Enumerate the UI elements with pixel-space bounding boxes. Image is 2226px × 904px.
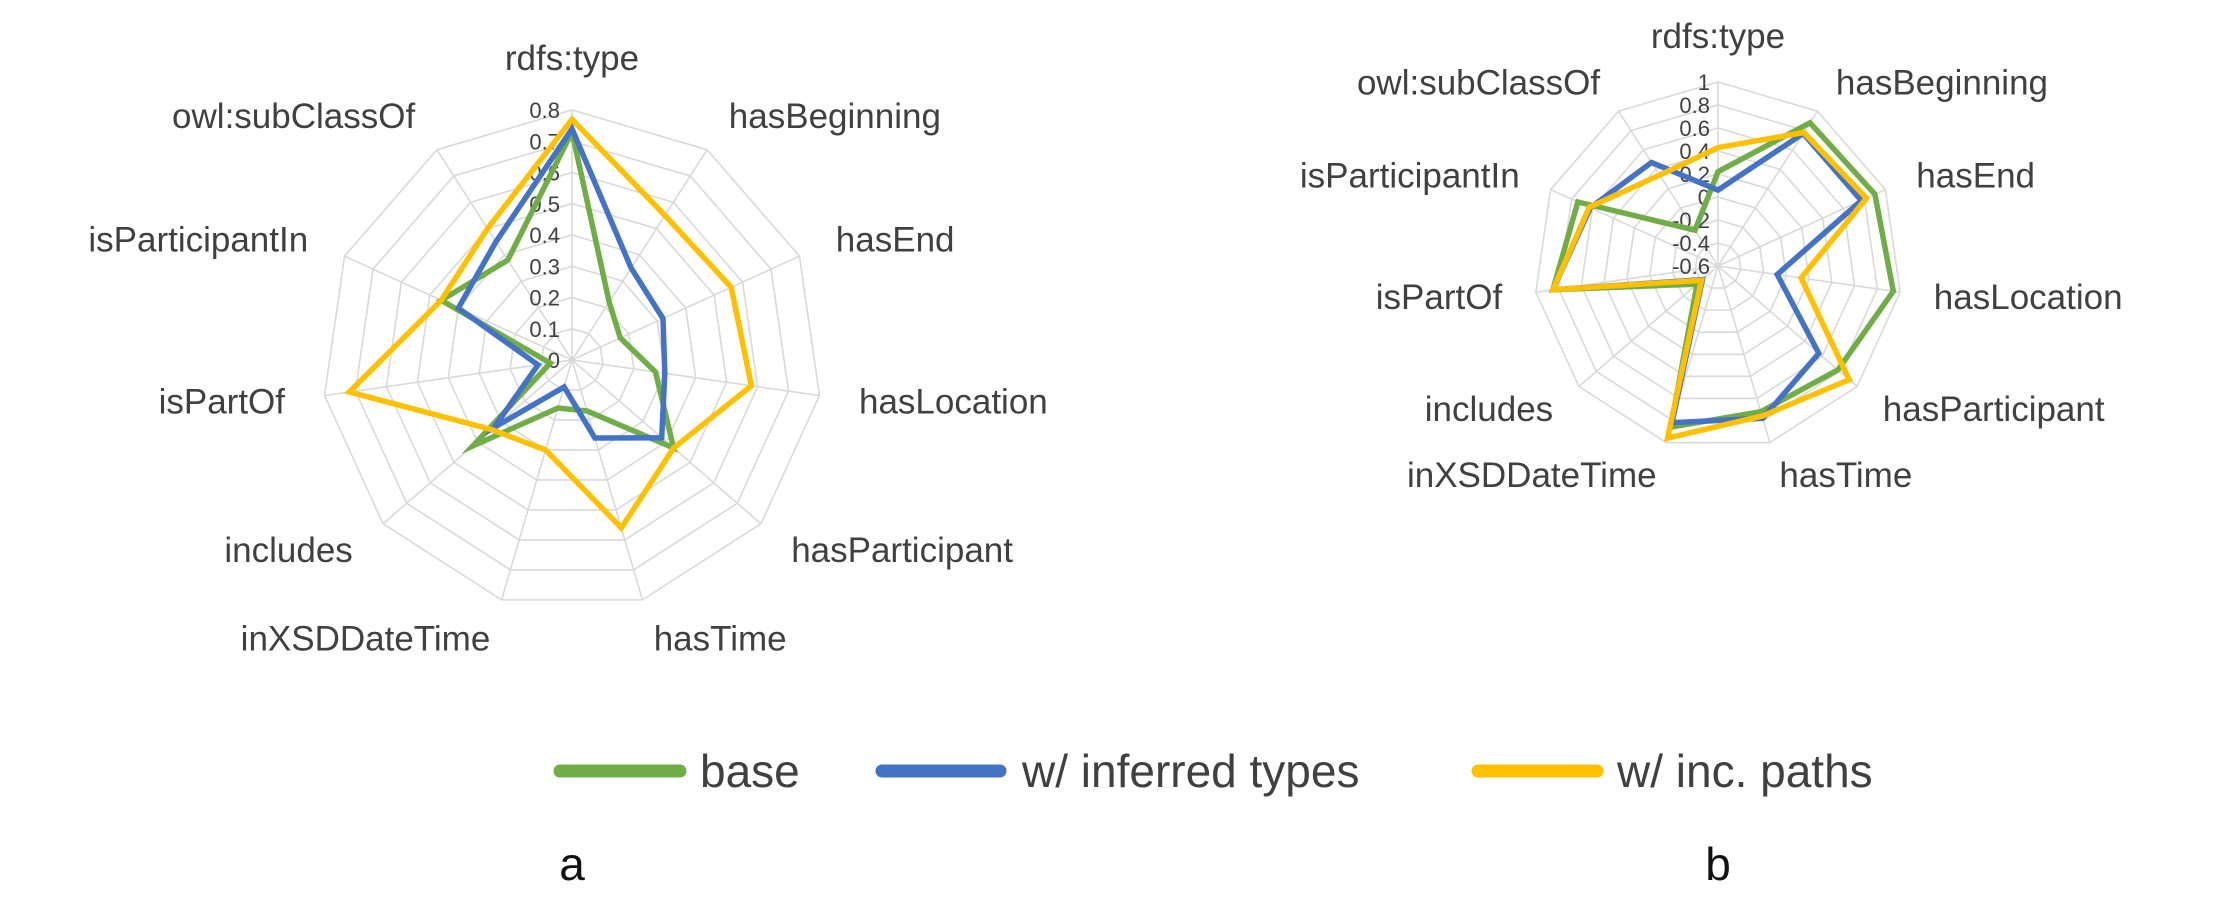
category-label-rdfs-type: rdfs:type xyxy=(1651,17,1785,56)
tick-label: -0.6 xyxy=(1672,254,1710,279)
category-label-hasparticipant: hasParticipant xyxy=(791,531,1013,570)
tick-label: 0.8 xyxy=(529,98,560,123)
grid-spoke xyxy=(1717,265,1858,388)
category-label-isparticipantin: isParticipantIn xyxy=(88,221,308,260)
category-label-ispartof: isPartOf xyxy=(1376,278,1503,317)
radar-chart-b: -0.6-0.4-0.200.20.40.60.81rdfs:typehasBe… xyxy=(1300,17,2123,495)
grid-spoke xyxy=(571,359,762,525)
grid-spoke xyxy=(571,149,708,361)
grid-spoke xyxy=(571,359,820,397)
legend-item-base: base xyxy=(553,745,800,797)
legend-label-base: base xyxy=(700,745,800,797)
category-label-haslocation: hasLocation xyxy=(859,382,1048,421)
tick-label: 0.1 xyxy=(529,317,560,342)
grid-spoke xyxy=(500,359,573,601)
series-base xyxy=(435,123,678,455)
grid-ring xyxy=(416,202,728,511)
series-w-inc-paths xyxy=(343,115,755,533)
grid-ring xyxy=(509,296,635,421)
legend-item-inferred-types: w/ inferred types xyxy=(875,745,1359,797)
tick-label: 0.2 xyxy=(529,286,560,311)
category-label-inxsddatetime: inXSDDateTime xyxy=(1407,456,1657,495)
category-label-owl-subclassof: owl:subClassOf xyxy=(1357,64,1600,103)
category-label-hasparticipant: hasParticipant xyxy=(1883,390,2105,429)
grid-ring xyxy=(1694,242,1742,289)
grid-ring xyxy=(323,109,821,601)
panel-label-b: b xyxy=(1705,838,1731,890)
category-label-isparticipantin: isParticipantIn xyxy=(1300,156,1520,195)
legend: base w/ inferred types w/ inc. paths xyxy=(553,745,1873,797)
grid-spoke xyxy=(571,359,644,601)
series-w-inferred-types xyxy=(454,123,668,441)
tick-label: 0.3 xyxy=(529,254,560,279)
tick-label: -0.4 xyxy=(1672,231,1710,256)
grid-ring xyxy=(354,140,790,571)
legend-label-inferred-types: w/ inferred types xyxy=(1021,745,1359,797)
grid-ring xyxy=(540,327,604,391)
grid-ring xyxy=(385,171,759,541)
category-label-inxsddatetime: inXSDDateTime xyxy=(241,619,491,658)
grid-ring xyxy=(1626,173,1810,356)
grid-spoke xyxy=(1717,265,1901,293)
tick-label: 0.6 xyxy=(1679,116,1710,141)
legend-label-inc-paths: w/ inc. paths xyxy=(1616,745,1873,797)
tick-label: 0 xyxy=(548,348,560,373)
grid-ring xyxy=(1648,196,1788,334)
grid-ring xyxy=(1535,81,1901,444)
tick-label: 1 xyxy=(1698,70,1710,95)
radar-chart-a: 00.10.20.30.40.50.60.70.8rdfs:typehasBeg… xyxy=(88,39,1047,658)
category-label-haslocation: hasLocation xyxy=(1934,278,2123,317)
legend-item-inc-paths: w/ inc. paths xyxy=(1471,745,1873,797)
category-label-hasend: hasEnd xyxy=(836,221,955,260)
grid-ring xyxy=(478,265,666,451)
grid-spoke xyxy=(324,359,573,397)
series-w-inc-paths xyxy=(1548,129,1871,442)
tick-label: 0.8 xyxy=(1679,93,1710,118)
radar-grid xyxy=(1535,81,1901,444)
grid-spoke xyxy=(571,255,800,361)
grid-spoke xyxy=(436,149,573,361)
panel-label-a: a xyxy=(559,838,585,890)
category-label-rdfs-type: rdfs:type xyxy=(505,39,639,78)
category-label-hasend: hasEnd xyxy=(1916,156,2035,195)
category-label-owl-subclassof: owl:subClassOf xyxy=(172,97,415,136)
category-label-hastime: hasTime xyxy=(1779,456,1912,495)
grid-spoke xyxy=(1617,110,1719,267)
category-label-hasbeginning: hasBeginning xyxy=(729,97,941,136)
grid-ring xyxy=(1671,219,1765,311)
category-label-ispartof: isPartOf xyxy=(159,382,286,421)
category-label-includes: includes xyxy=(224,531,352,570)
category-label-hastime: hasTime xyxy=(654,619,787,658)
category-label-includes: includes xyxy=(1425,390,1553,429)
category-label-hasbeginning: hasBeginning xyxy=(1836,64,2048,103)
tick-label: 0.4 xyxy=(529,223,560,248)
